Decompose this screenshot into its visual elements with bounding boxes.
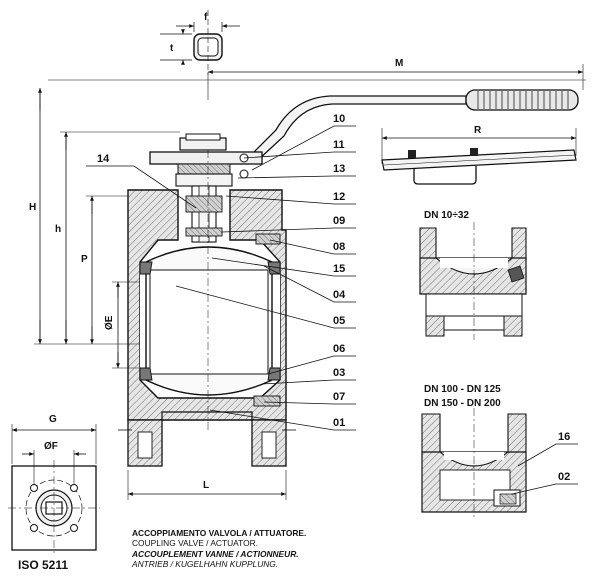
dimension-e: ØE (104, 315, 115, 330)
callout-08: 08 (333, 241, 345, 253)
section-label-small: DN 10÷32 (424, 210, 469, 221)
caption-german: ANTRIEB / KUGELHAHN KUPPLUNG. (132, 558, 279, 569)
dimension-r: R (474, 125, 482, 136)
section-dn10-32: DN 10÷32 (419, 210, 527, 340)
lever-handle (246, 89, 579, 161)
callout-11: 11 (333, 139, 345, 151)
section-label-large-2: DN 150 - DN 200 (424, 398, 501, 409)
callout-09: 09 (333, 215, 345, 227)
callout-03: 03 (333, 367, 345, 379)
body-dimensions: H h P ØE L (29, 88, 287, 500)
section-label-large-1: DN 100 - DN 125 (424, 384, 501, 395)
iso-standard-label: ISO 5211 (18, 558, 69, 572)
callout-15: 15 (333, 263, 345, 275)
stem-head-detail: f t (160, 10, 240, 75)
section-dn100-200: DN 100 - DN 125 DN 150 - DN 200 (421, 384, 527, 520)
dimension-t: t (170, 43, 174, 54)
callout-04: 04 (333, 289, 346, 301)
callout-leaders (86, 125, 578, 495)
callout-labels: 14 10 11 13 12 09 08 15 04 05 06 03 07 0… (97, 113, 570, 483)
callout-01: 01 (333, 417, 345, 429)
caption-english: COUPLING VALVE / ACTUATOR. (132, 538, 258, 549)
callout-06: 06 (333, 343, 345, 355)
callout-13: 13 (333, 163, 345, 175)
callout-16: 16 (558, 431, 570, 443)
dimension-h-upper: H (29, 202, 36, 213)
dimension-m: M (395, 58, 403, 69)
dimension-p: P (81, 254, 88, 265)
callout-02: 02 (558, 471, 570, 483)
dimension-l: L (203, 480, 209, 491)
valve-body-section (118, 133, 296, 467)
dimension-g: G (49, 414, 57, 425)
caption-french: ACCOUPLEMENT VANNE / ACTIONNEUR. (132, 548, 299, 559)
dimension-h-lower: h (55, 224, 61, 235)
dimension-f-diameter: ØF (44, 441, 58, 452)
dimension-m-line: M (48, 58, 586, 100)
callout-05: 05 (333, 315, 345, 327)
dimension-f: f (204, 12, 208, 23)
caption-italian: ACCOPPIAMENTO VALVOLA / ATTUATORE. (132, 528, 307, 538)
iso-flange-top-view: G ØF (8, 414, 100, 556)
callout-14: 14 (97, 153, 110, 165)
callout-10: 10 (333, 113, 345, 125)
coupling-caption: ACCOPPIAMENTO VALVOLA / ATTUATORE. COUPL… (132, 528, 306, 569)
handle-top-view: R (381, 125, 577, 185)
callout-07: 07 (333, 391, 345, 403)
callout-12: 12 (333, 191, 345, 203)
